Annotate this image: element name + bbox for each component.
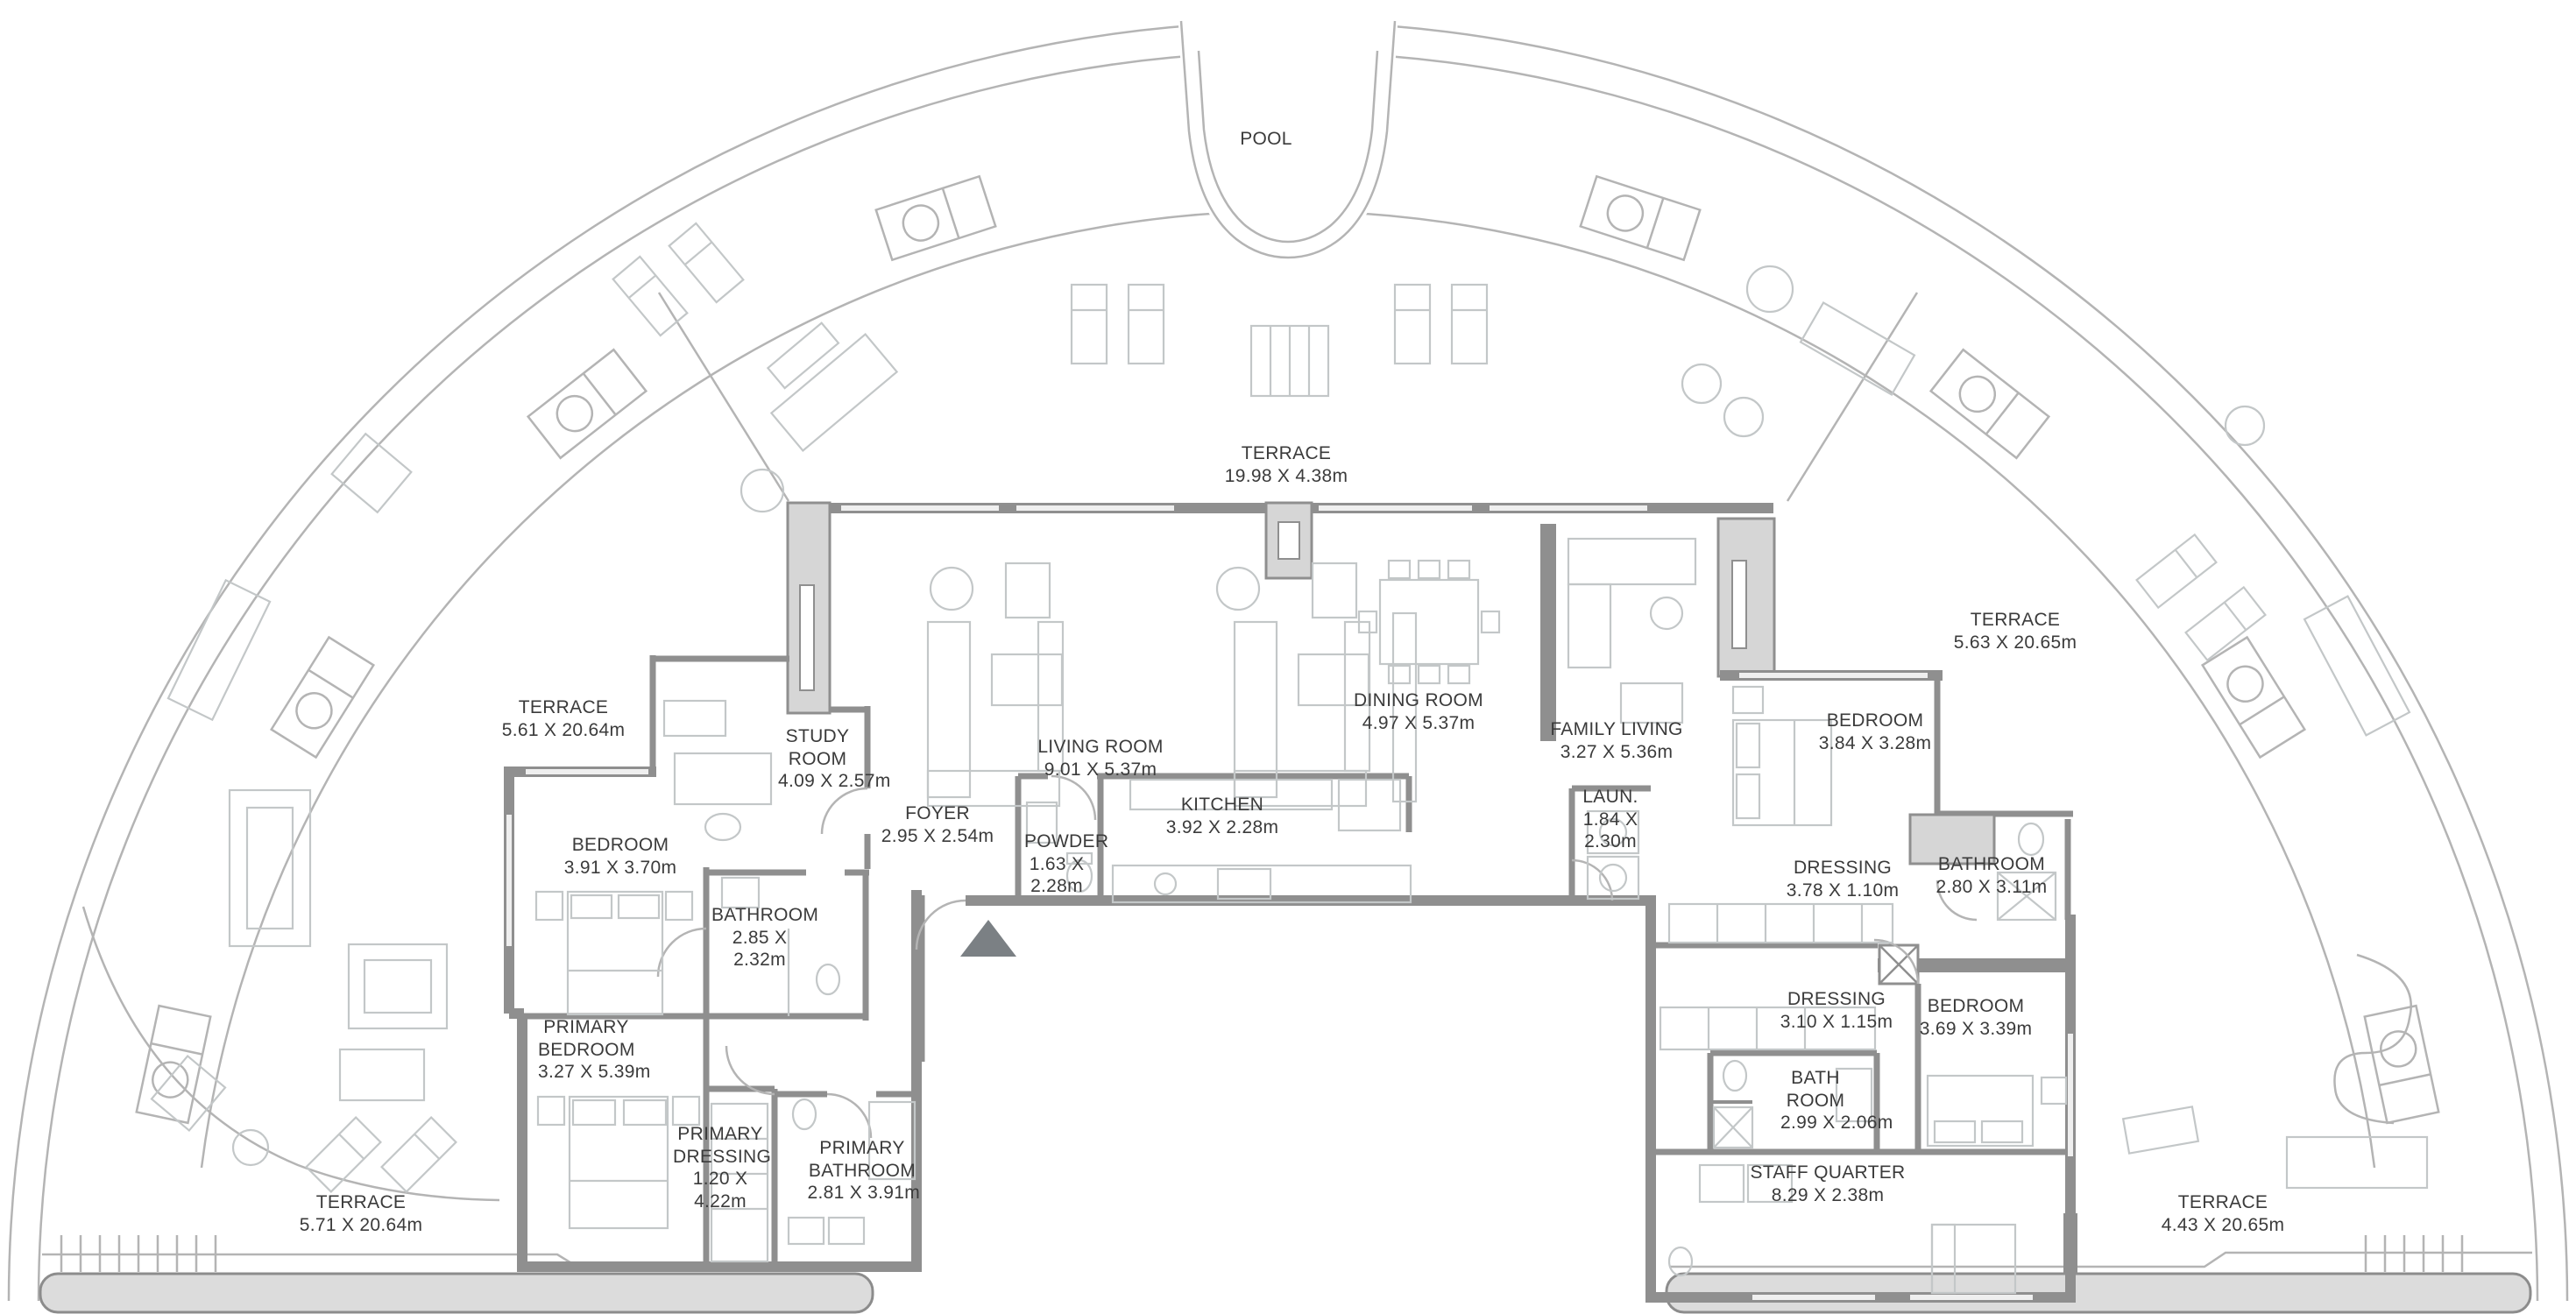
room-label-pool: POOL [1240, 129, 1292, 149]
entrance-triangle-icon [960, 920, 1016, 957]
room-label-laundry: LAUN.1.84 X 2.30m [1582, 787, 1638, 852]
terrace-dividers [81, 292, 2412, 1202]
pool-edge [1177, 0, 1399, 261]
furniture [150, 222, 2429, 1295]
apartment-walls [504, 501, 2077, 1303]
bottom-parapet [39, 1235, 2532, 1314]
